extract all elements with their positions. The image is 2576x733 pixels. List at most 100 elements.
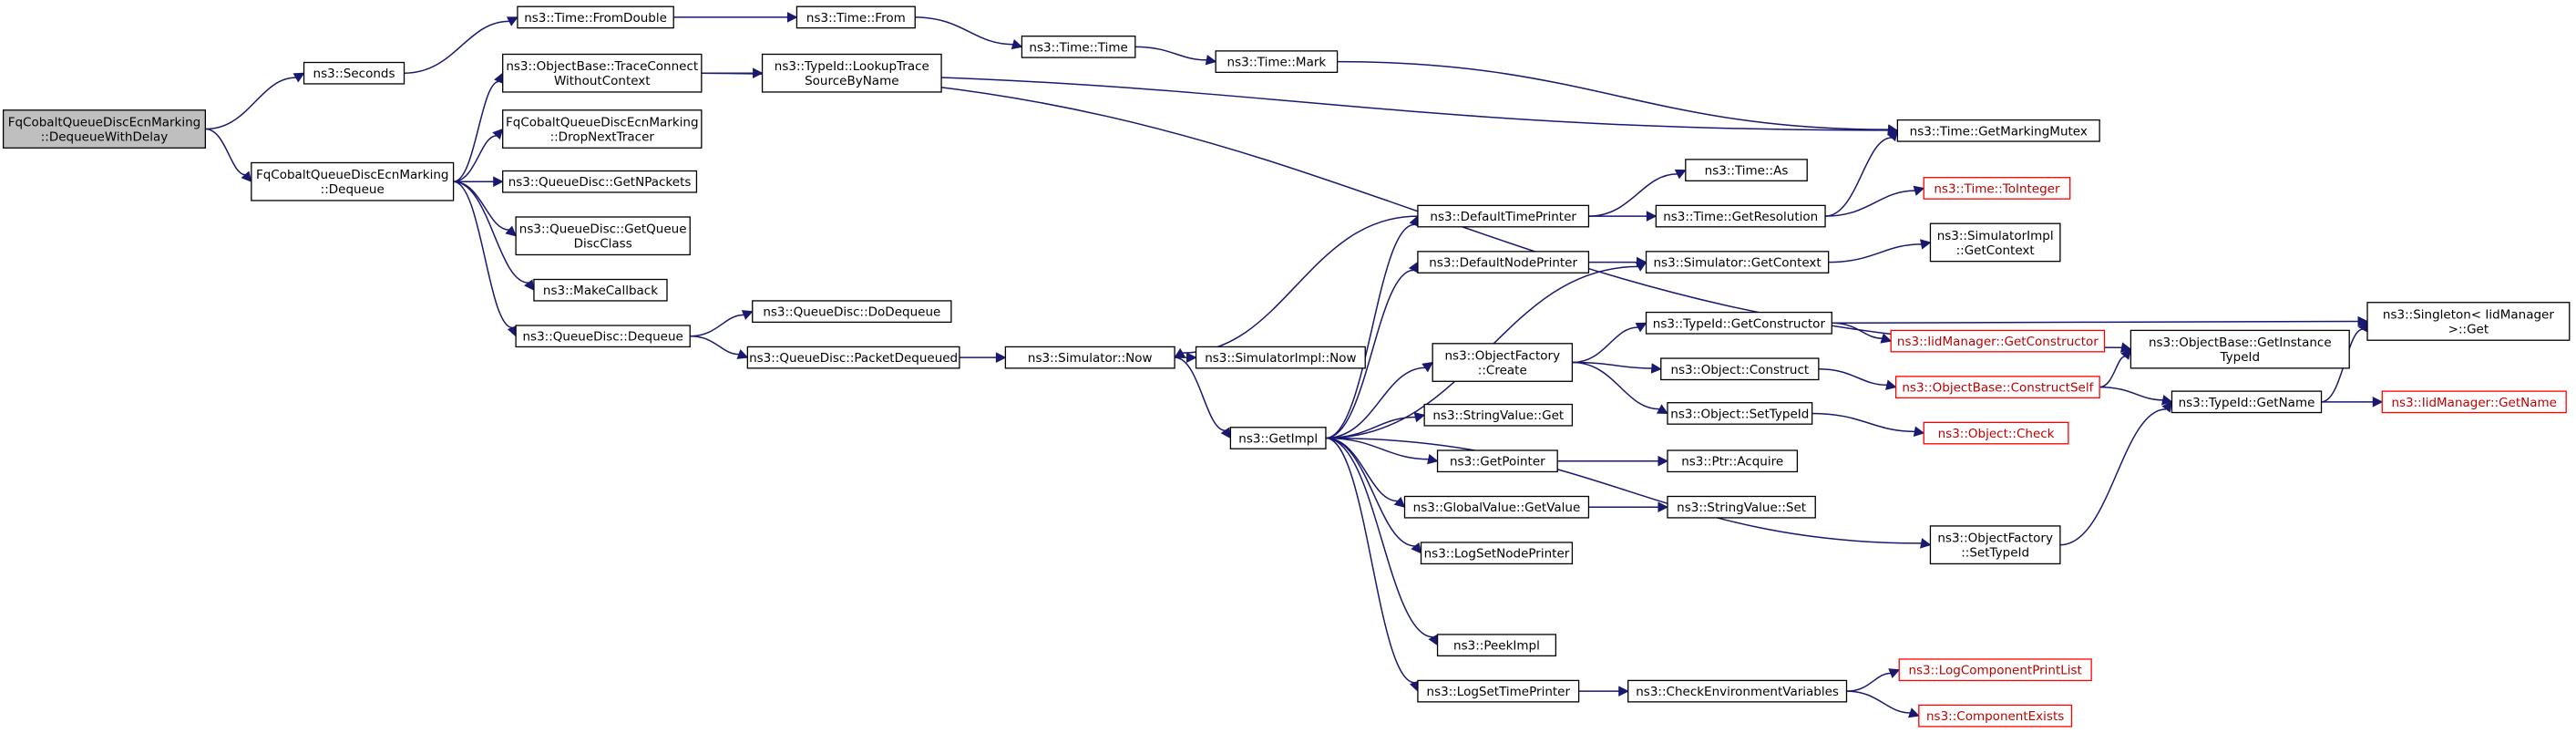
node-stringvalueset[interactable]: ns3::StringValue::Set — [1667, 495, 1816, 519]
node-iidgetconstructor[interactable]: ns3::IidManager::GetConstructor — [1890, 329, 2106, 353]
edge-gvgetvalue-to-stringvalueset — [1588, 501, 1669, 513]
node-label: ns3::PeekImpl — [1453, 639, 1540, 654]
edge-getconstructor-to-singletonget — [1832, 315, 2369, 327]
node-packetdequeued[interactable]: ns3::QueueDisc::PacketDequeued — [746, 346, 960, 369]
node-gvgetvalue[interactable]: ns3::GlobalValue::GetValue — [1403, 495, 1590, 519]
node-box — [1420, 542, 1574, 565]
node-iidgetname[interactable]: ns3::IidManager::GetName — [2381, 390, 2567, 414]
node-label: ::Create — [1478, 364, 1527, 378]
node-simgetcontext[interactable]: ns3::Simulator::GetContext — [1645, 251, 1830, 274]
node-label: ns3::IidManager::GetConstructor — [1897, 335, 2099, 349]
node-label: ::DequeueWithDelay — [41, 130, 168, 145]
node-simimplgetcontext[interactable]: ns3::SimulatorImpl::GetContext — [1929, 222, 2061, 263]
node-typeidgetname[interactable]: ns3::TypeId::GetName — [2171, 390, 2323, 414]
edge-getimpl-to-stringvalueget — [1325, 411, 1426, 439]
node-dodequeue[interactable]: ns3::QueueDisc::DoDequeue — [752, 300, 952, 324]
edge-objconstruct-to-constructself — [1818, 368, 1897, 390]
node-label: FqCobaltQueueDiscEcnMarking — [8, 116, 201, 130]
node-seconds[interactable]: ns3::Seconds — [303, 61, 405, 85]
node-box — [1215, 50, 1339, 73]
node-logsettimeprinter[interactable]: ns3::LogSetTimePrinter — [1417, 679, 1580, 703]
node-box — [502, 53, 703, 93]
node-makecallback[interactable]: ns3::MakeCallback — [533, 278, 668, 302]
node-from[interactable]: ns3::Time::From — [795, 5, 916, 29]
edge-getimpl-to-logsettimeprinter — [1325, 437, 1420, 693]
node-label: ns3::ObjectFactory — [1937, 532, 2053, 546]
node-objconstruct[interactable]: ns3::Object::Construct — [1660, 357, 1820, 381]
edge-qddequeue-to-dodequeue — [690, 310, 754, 337]
node-timetime[interactable]: ns3::Time::Time — [1021, 36, 1136, 58]
node-box — [2381, 390, 2567, 414]
node-label: TypeId — [2220, 350, 2261, 365]
node-label: ns3::Time::GetMarkingMutex — [1910, 124, 2088, 139]
edge-getimpl-to-getpointer — [1325, 437, 1439, 465]
node-mark[interactable]: ns3::Time::Mark — [1215, 50, 1339, 73]
call-nodes: FqCobaltQueueDiscEcnMarking::DequeueWith… — [2, 5, 2571, 728]
node-box — [746, 346, 960, 369]
node-objcheck[interactable]: ns3::Object::Check — [1923, 421, 2069, 445]
node-getnpackets[interactable]: ns3::QueueDisc::GetNPackets — [502, 170, 698, 193]
node-getresolution[interactable]: ns3::Time::GetResolution — [1655, 204, 1826, 228]
node-root: FqCobaltQueueDiscEcnMarking::DequeueWith… — [2, 109, 207, 149]
node-box — [1685, 159, 1808, 181]
node-getconstructor[interactable]: ns3::TypeId::GetConstructor — [1645, 311, 1832, 335]
node-label: ns3::LogComponentPrintList — [1908, 664, 2081, 678]
node-peekimpl[interactable]: ns3::PeekImpl — [1436, 634, 1557, 657]
node-label: ns3::ObjectBase::ConstructSelf — [1902, 381, 2094, 396]
node-traceconnect[interactable]: ns3::ObjectBase::TraceConnectWithoutCont… — [502, 53, 703, 93]
edge-traceconnect-to-getinstancetypeid — [701, 72, 2132, 353]
node-box — [1417, 251, 1590, 274]
edge-root-to-seconds — [205, 72, 305, 130]
node-label: ns3::TypeId::GetName — [2179, 396, 2315, 410]
node-defaulttimeprinter[interactable]: ns3::DefaultTimePrinter — [1417, 204, 1590, 228]
node-box — [1432, 343, 1574, 382]
node-box — [1929, 222, 2061, 263]
node-box — [1923, 421, 2069, 445]
node-fromdouble[interactable]: ns3::Time::FromDouble — [517, 5, 674, 29]
node-box — [533, 278, 668, 302]
node-dropnexttracer[interactable]: FqCobaltQueueDiscEcnMarking::DropNextTra… — [502, 109, 703, 149]
edge-checkenv-to-componentexists — [1846, 690, 1920, 718]
node-box — [1229, 427, 1327, 449]
node-defaultnodeprinter[interactable]: ns3::DefaultNodePrinter — [1417, 251, 1590, 274]
node-label: FqCobaltQueueDiscEcnMarking — [506, 116, 699, 130]
edge-defaulttimeprinter-to-timeas — [1588, 169, 1687, 217]
node-getimpl[interactable]: ns3::GetImpl — [1229, 427, 1327, 449]
node-simnow[interactable]: ns3::Simulator::Now — [1004, 346, 1175, 369]
node-qddequeue[interactable]: ns3::QueueDisc::Dequeue — [515, 325, 691, 348]
node-box — [1423, 403, 1574, 427]
node-box — [1645, 251, 1830, 274]
node-componentexists[interactable]: ns3::ComponentExists — [1918, 704, 2073, 728]
node-label: ns3::ObjectBase::GetInstance — [2149, 336, 2332, 350]
node-constructself[interactable]: ns3::ObjectBase::ConstructSelf — [1894, 376, 2100, 398]
node-singletonget[interactable]: ns3::Singleton< IidManager>::Get — [2366, 302, 2571, 341]
node-ofcreate[interactable]: ns3::ObjectFactory::Create — [1432, 343, 1574, 382]
node-getpointer[interactable]: ns3::GetPointer — [1436, 449, 1558, 473]
node-stringvalueget[interactable]: ns3::StringValue::Get — [1423, 403, 1574, 427]
node-label: >::Get — [2448, 322, 2489, 336]
node-logsetnodeprinter[interactable]: ns3::LogSetNodePrinter — [1420, 542, 1574, 565]
edge-packetdequeued-to-simnow — [959, 352, 1007, 363]
node-label: ns3::StringValue::Set — [1677, 501, 1806, 515]
node-logcomponentprintlist[interactable]: ns3::LogComponentPrintList — [1898, 658, 2092, 682]
node-objsettypeid[interactable]: ns3::Object::SetTypeId — [1667, 402, 1813, 425]
node-label: ns3::MakeCallback — [543, 284, 658, 298]
node-tointeger[interactable]: ns3::Time::ToInteger — [1923, 177, 2071, 200]
node-simimplnow[interactable]: ns3::SimulatorImpl::Now — [1195, 346, 1366, 369]
node-timeas[interactable]: ns3::Time::As — [1685, 159, 1808, 181]
node-fqdequeue[interactable]: FqCobaltQueueDiscEcnMarking::Dequeue — [251, 161, 455, 201]
edge-getimpl-to-peekimpl — [1325, 437, 1439, 646]
node-box — [1021, 36, 1136, 58]
node-label: ns3::TypeId::GetConstructor — [1653, 316, 1826, 331]
node-checkenv[interactable]: ns3::CheckEnvironmentVariables — [1627, 679, 1848, 703]
node-ofsettypeid[interactable]: ns3::ObjectFactory::SetTypeId — [1929, 525, 2061, 565]
node-getmarkingmutex[interactable]: ns3::Time::GetMarkingMutex — [1896, 119, 2100, 142]
node-label: ns3::QueueDisc::GetNPackets — [508, 175, 692, 190]
node-label: ns3::ComponentExists — [1926, 709, 2064, 724]
edge-getresolution-to-tointeger — [1825, 185, 1925, 217]
edge-ofsettypeid-to-typeidgetname — [2059, 400, 2173, 546]
node-ptracquire[interactable]: ns3::Ptr::Acquire — [1667, 449, 1799, 473]
